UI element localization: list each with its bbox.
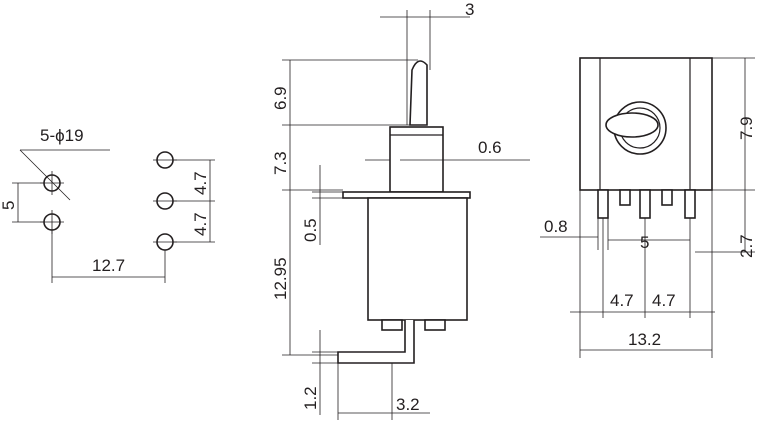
lever-width-label: 3: [465, 0, 474, 19]
terminal-width-label: 0.8: [544, 217, 568, 236]
lever-height-label: 6.9: [271, 86, 290, 110]
pitch-vertical-left-label: 5: [0, 201, 18, 210]
pitch-right-lower-label: 4.7: [191, 212, 210, 236]
pitch-left-label: 4.7: [610, 291, 634, 310]
bracket-length-label: 3.2: [396, 395, 420, 414]
front-view: 7.9 2.7 0.8 5 4.7 4.7 13.2: [540, 57, 756, 358]
flange: [342, 191, 471, 199]
terminal-length-label: 2.7: [737, 234, 756, 258]
pitch-right-upper-label: 4.7: [191, 171, 210, 195]
lever-tip: [605, 112, 659, 138]
pcb-hole-layout: 5-ϕ19 5 12.7 4.7 4.7: [0, 126, 215, 283]
side-view: 3 6.9 7.3 12.95 0.6 0.5 1.2 3.2: [271, 0, 530, 420]
hole-note-label: 5-ϕ19: [40, 126, 84, 145]
body-height-label: 12.95: [271, 257, 290, 300]
lever: [409, 60, 428, 126]
bracket: [337, 320, 415, 364]
bushing-height-label: 7.3: [271, 151, 290, 175]
bracket-thickness-label: 1.2: [301, 386, 320, 410]
flange-thickness-label: 0.5: [301, 218, 320, 242]
pitch-right-label: 4.7: [652, 291, 676, 310]
front-height-label: 7.9: [737, 116, 756, 140]
bushing: [389, 126, 444, 193]
bushing-offset-label: 0.6: [478, 138, 502, 157]
pitch-horizontal-label: 12.7: [92, 256, 125, 275]
body: [367, 197, 468, 321]
front-width-label: 13.2: [628, 330, 661, 349]
